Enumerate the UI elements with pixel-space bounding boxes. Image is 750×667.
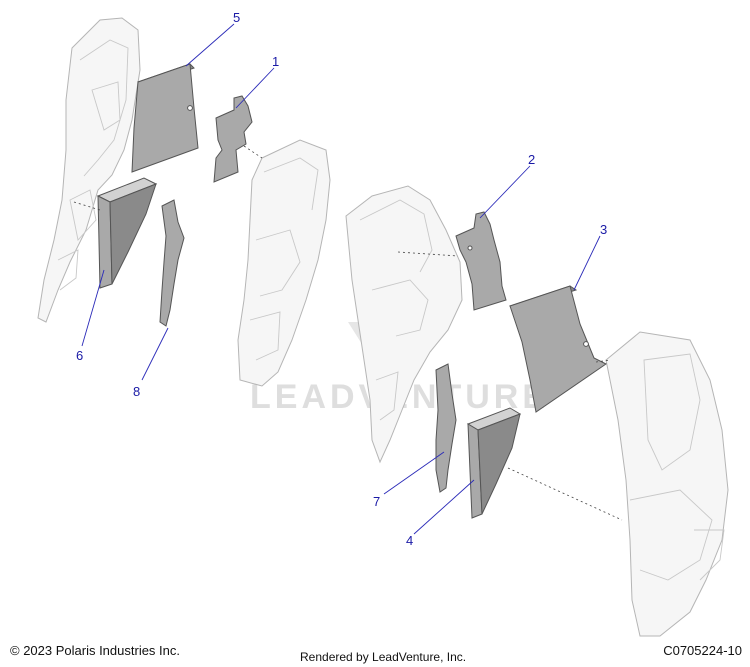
diagram-code: C0705224-10 xyxy=(663,643,742,658)
leader-lines xyxy=(81,23,601,535)
callout-6: 6 xyxy=(76,348,83,363)
right-inner-panel xyxy=(345,185,463,464)
copyright-text: © 2023 Polaris Industries Inc. xyxy=(10,643,180,658)
callout-3: 3 xyxy=(600,222,607,237)
callout-2: 2 xyxy=(528,152,535,167)
part-1-pad[interactable] xyxy=(213,95,253,183)
part-3-pad[interactable] xyxy=(509,285,607,413)
part-7-pad[interactable] xyxy=(435,363,457,493)
callout-1: 1 xyxy=(272,54,279,69)
alignment-lines xyxy=(73,145,623,521)
right-door-panel xyxy=(605,331,729,637)
callout-4: 4 xyxy=(406,533,413,548)
callout-7: 7 xyxy=(373,494,380,509)
part-6-pad[interactable] xyxy=(96,177,158,289)
part-4-pad[interactable] xyxy=(466,407,522,519)
part-2-pad[interactable] xyxy=(455,211,507,311)
rendered-by-text: Rendered by LeadVenture, Inc. xyxy=(300,650,467,664)
callout-5: 5 xyxy=(233,10,240,25)
part-5-pad[interactable] xyxy=(131,63,199,173)
callout-8: 8 xyxy=(133,384,140,399)
left-inner-panel xyxy=(237,139,331,387)
part-8-pad[interactable] xyxy=(159,199,185,327)
callout-labels: 5 1 2 3 6 8 7 4 xyxy=(76,10,607,548)
left-door-panel xyxy=(37,17,141,323)
